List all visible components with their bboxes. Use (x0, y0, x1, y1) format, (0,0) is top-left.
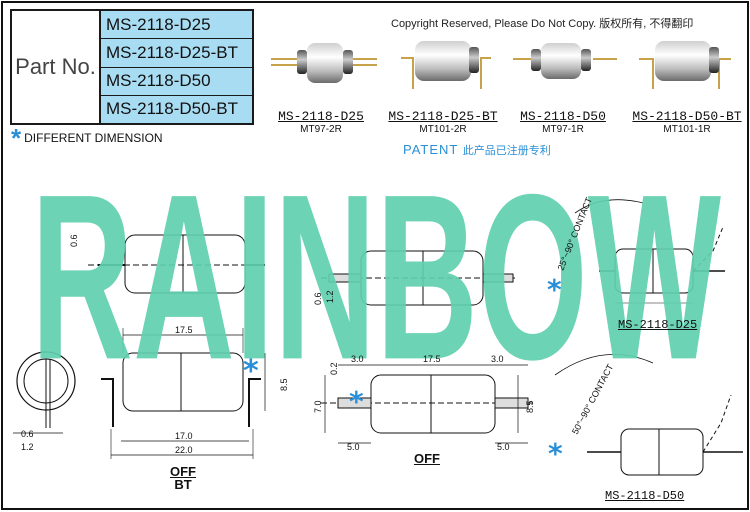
drawing-top-middle-tube (321, 250, 515, 306)
patent-cn-text: 此产品已注册专利 (462, 145, 551, 157)
drawing-bt-tube (101, 328, 266, 459)
product-caption-d25-bt: MS-2118-D25-BT MT101-2R (383, 109, 503, 135)
part-number-label: Part No. (12, 11, 101, 123)
product-name: MS-2118-D25 (278, 109, 364, 124)
product-photo-d25-bt (401, 41, 491, 89)
part-number-cell: MS-2118-D25-BT (101, 39, 252, 68)
rainbow-watermark: RAINBOW (31, 145, 721, 409)
dim-length-5.0-b: 5.0 (497, 442, 510, 452)
product-name: MS-2118-D25-BT (388, 109, 498, 124)
dim-gap-0.2: 0.2 (329, 362, 339, 375)
product-caption-d50-bt: MS-2118-D50-BT MT101-1R (627, 109, 747, 135)
product-photo-d25 (271, 43, 377, 83)
part-number-table: Part No. MS-2118-D25 MS-2118-D25-BT MS-2… (10, 9, 254, 125)
d50-drawing-caption: MS-2118-D50 (605, 489, 685, 503)
bt-caption-off: OFF (170, 464, 196, 479)
bt-view-caption: OFF BT (163, 465, 203, 491)
product-photo-d50-bt (639, 41, 731, 89)
part-number-cell: MS-2118-D50 (101, 67, 252, 96)
asterisk-icon: * (547, 273, 562, 306)
patent-label: PATENT (403, 142, 459, 157)
dim-length-17.5-b: 17.5 (423, 354, 441, 364)
off-view-caption: OFF (414, 451, 440, 466)
dim-diameter-8.5-b: 8.5 (525, 400, 535, 413)
patent-notice: PATENT 此产品已注册专利 (403, 142, 551, 158)
dim-length-17.0: 17.0 (175, 431, 193, 441)
product-photo-d50 (513, 43, 617, 79)
bt-caption-bt: BT (174, 477, 192, 492)
drawing-d50-angled (554, 354, 743, 476)
asterisk-icon: * (548, 437, 563, 470)
part-number-cell: MS-2118-D25 (101, 11, 252, 40)
part-number-cell: MS-2118-D50-BT (101, 95, 252, 123)
different-dimension-text: DIFFERENT DIMENSION (24, 131, 163, 145)
dim-length-5.0-a: 5.0 (347, 442, 360, 452)
drawing-top-left-tube (88, 234, 265, 294)
dim-length-22.0: 22.0 (175, 445, 193, 455)
product-caption-d25: MS-2118-D25 MT97-2R (269, 109, 373, 135)
dim-lead-1.2-b: 1.2 (21, 442, 34, 452)
dim-diameter-8.5-a: 8.5 (279, 378, 289, 391)
asterisk-icon: * (349, 385, 364, 418)
product-name: MS-2118-D50 (520, 109, 606, 124)
dim-length-17.5-a: 17.5 (175, 325, 193, 335)
asterisk-icon: * (11, 123, 22, 153)
d25-drawing-caption: MS-2118-D25 (618, 318, 698, 332)
product-name: MS-2118-D50-BT (632, 109, 742, 124)
different-dimension-note: * DIFFERENT DIMENSION (11, 123, 163, 153)
dim-length-3.0-a: 3.0 (351, 354, 364, 364)
asterisk-icon: * (243, 354, 259, 389)
product-code: MT101-2R (419, 124, 467, 135)
dim-lead-1.2-a: 1.2 (325, 290, 335, 303)
product-code: MT101-1R (663, 124, 711, 135)
drawing-canvas: RAINBOW 0.6 0.6 1.2 0.6 1.2 17.5 8.5 17.… (13, 41, 743, 476)
drawing-off-tube (321, 364, 533, 444)
part-number-list: MS-2118-D25 MS-2118-D25-BT MS-2118-D50 M… (101, 11, 252, 123)
copyright-notice: Copyright Reserved, Please Do Not Copy. … (391, 18, 694, 30)
drawing-d25-angled (574, 199, 725, 304)
dim-length-3.0-b: 3.0 (491, 354, 504, 364)
product-code: MT97-2R (300, 124, 342, 135)
dim-lead-0.6-a: 0.6 (69, 234, 79, 247)
dim-lead-0.6-b: 0.6 (313, 292, 323, 305)
product-code: MT97-1R (542, 124, 584, 135)
dim-diameter-7.0: 7.0 (313, 400, 323, 413)
dim-lead-0.6-c: 0.6 (21, 429, 34, 439)
product-caption-d50: MS-2118-D50 MT97-1R (511, 109, 615, 135)
end-view-circle (13, 351, 76, 434)
